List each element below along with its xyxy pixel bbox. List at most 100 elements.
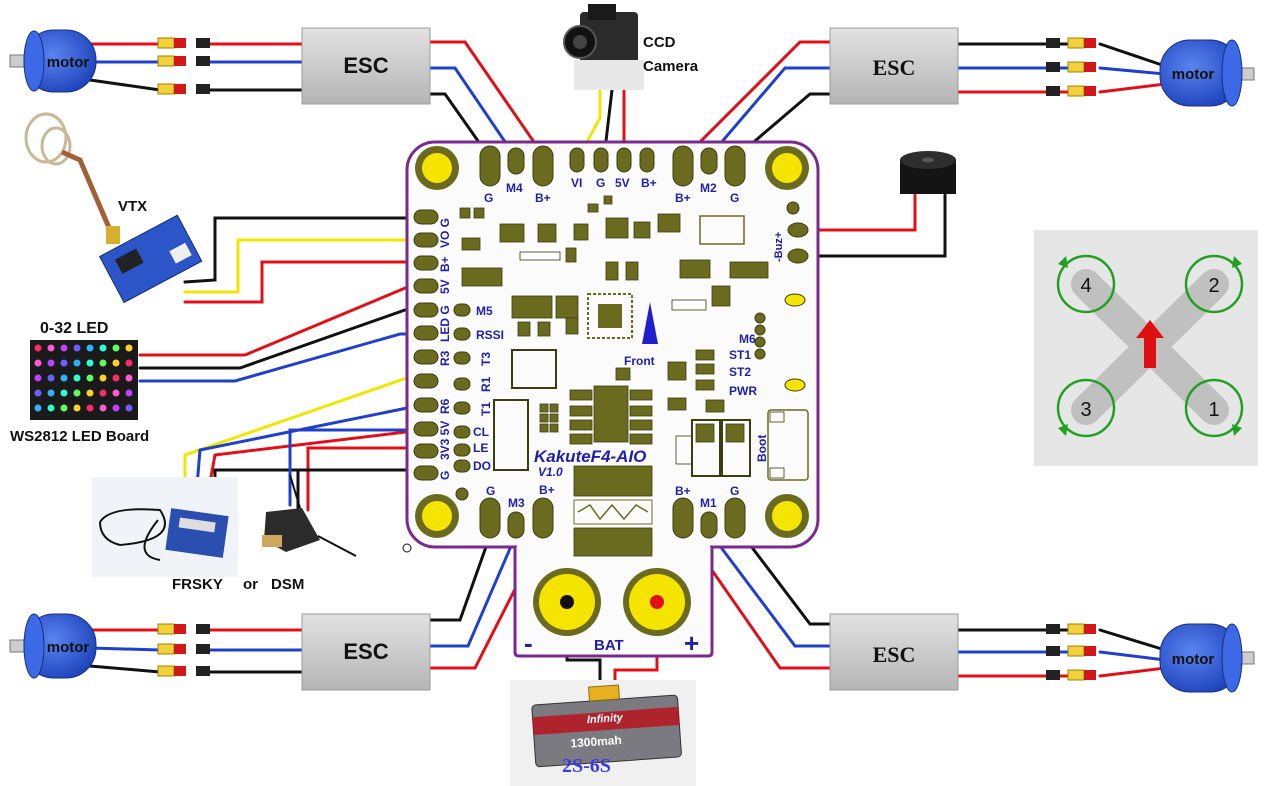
pad-label: T1 [479,402,493,416]
led-dot [34,389,42,397]
pad-label: RSSI [476,328,504,342]
led-dot [112,344,120,352]
pad-label: VO G [438,218,452,248]
led-dot [125,374,133,382]
battery-cells: 2S-6S [562,755,611,777]
led-dot [47,359,55,367]
power-bars [573,499,653,525]
led-dot [99,359,107,367]
led-dot [73,344,81,352]
led-dot [60,389,68,397]
motor-label: motor [1172,651,1215,668]
front-label: Front [624,354,655,368]
motor-bottom-left: motor [9,613,97,679]
led-dot [99,389,107,397]
led-dot [73,359,81,367]
battery-label: BAT [594,637,624,654]
led-dot [125,389,133,397]
pad-label: G [730,484,739,498]
esc-label: ESC [343,53,388,78]
boot-label: Boot [755,435,769,462]
motor-label: motor [1172,66,1215,83]
led-dot [34,404,42,412]
pad-label: G [486,484,495,498]
pad-label: R6 [438,398,452,414]
battery-plus: + [684,628,699,658]
pad-label: M2 [700,181,717,195]
camera-label-camera: Camera [643,58,699,75]
led-dot [125,404,133,412]
led-dot [125,359,133,367]
board-labels: G M4 B+ VI G 5V B+ B+ M2 G G M3 B+ B+ M1… [438,176,785,510]
buzzer [900,151,956,194]
battery-pads [533,568,691,636]
led-dot [86,344,94,352]
pad-label: M4 [506,181,523,195]
led-dot [112,404,120,412]
esc-bottom-left: ESC [301,613,431,691]
board-name: KakuteF4-AIO [534,447,646,466]
or-label: or [243,576,258,593]
pad-label: VI [571,176,582,190]
flight-controller-board [405,140,820,658]
crosshair-icon [402,543,412,553]
esc-bottom-right: ESC [829,613,959,691]
led-dot [47,374,55,382]
pad-label: DO [473,459,491,473]
pad-label: M1 [700,496,717,510]
pad-label: PWR [729,384,757,398]
motor-number-1: 1 [1208,399,1219,421]
led-dot [73,374,81,382]
led-dot [60,359,68,367]
battery-minus: - [524,628,533,658]
pad-label: 5V [438,279,452,294]
motor-top-right: motor [1159,39,1255,107]
lipo-battery: Infinity 1300mah 2S-6S [510,680,696,786]
pad-label: 3V3 5V [438,421,452,460]
pad-label: G [438,471,452,480]
led-board [30,340,138,420]
motor-number-2: 2 [1208,275,1219,297]
pad-label: ST1 [729,348,751,362]
connectors [157,37,1096,681]
motor-label: motor [47,54,90,71]
motor-number-4: 4 [1080,275,1091,297]
esc-label: ESC [343,639,388,664]
dsm-label: DSM [271,576,304,593]
pad-label: B+ [641,176,657,190]
led-dot [34,344,42,352]
led-dot [112,359,120,367]
vtx-module [24,112,203,304]
board-version: V1.0 [538,465,563,479]
pad-label: B+ [535,191,551,205]
led-title: 0-32 LED [40,320,108,337]
frsky-label: FRSKY [172,576,223,593]
mounting-holes [415,146,809,538]
vtx-label: VTX [118,198,147,215]
boot-button [767,409,809,481]
right-pads [754,201,809,392]
led-dot [86,374,94,382]
led-dot [47,404,55,412]
esc-top-left: ESC [301,27,431,105]
led-dot [47,344,55,352]
front-arrow-icon [642,302,658,344]
esc-label: ESC [873,642,916,667]
camera-label-ccd: CCD [643,34,676,51]
esc-top-right: ESC [829,27,959,105]
pad-label: M3 [508,496,525,510]
ccd-camera [563,4,644,90]
bottom-pads [479,497,746,539]
buzzer-label: -Buz+ [773,232,785,262]
led-dot [99,404,107,412]
pad-label: R3 [438,350,452,366]
pad-label: B+ [675,191,691,205]
led-dot [86,404,94,412]
led-dot [112,389,120,397]
led-dot [99,344,107,352]
pad-label: G [730,191,739,205]
led-dot [99,374,107,382]
pad-label: ST2 [729,365,751,379]
esc-label: ESC [873,55,916,80]
